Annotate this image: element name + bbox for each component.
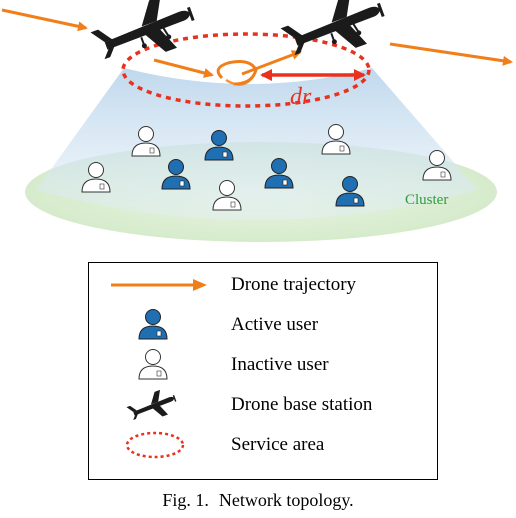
legend: Drone trajectory Active user Inactive us…: [88, 262, 438, 480]
legend-item-drone: Drone base station: [89, 385, 437, 425]
drone-left-icon: [86, 0, 203, 75]
trajectory-out-arrow: [389, 42, 513, 66]
trajectory-ascend-arrow: [241, 50, 302, 76]
legend-item-active-user: Active user: [89, 305, 437, 345]
dashed-ellipse-icon: [125, 431, 185, 459]
caption-text: Network topology.: [218, 490, 354, 510]
legend-item-inactive-user: Inactive user: [89, 345, 437, 385]
legend-label-drone: Drone base station: [231, 394, 373, 415]
cluster-label: Cluster: [405, 192, 448, 208]
legend-label-trajectory: Drone trajectory: [231, 274, 357, 295]
caption-prefix: Fig. 1.: [162, 490, 209, 510]
active-user-icon: [138, 309, 168, 340]
distance-label: dr: [290, 84, 312, 110]
legend-label-active-user: Active user: [231, 314, 319, 335]
inactive-user-icon: [138, 349, 168, 380]
trajectory-descend-arrow: [153, 58, 214, 78]
drone-icon: [126, 389, 177, 421]
network-topology-diagram: dr Cluster: [1, 0, 513, 242]
legend-item-trajectory: Drone trajectory: [89, 265, 437, 305]
legend-label-service-area: Service area: [231, 434, 325, 455]
trajectory-in-arrow: [1, 8, 88, 32]
drone-right-icon: [276, 0, 393, 71]
service-area-ellipse: [121, 32, 371, 108]
legend-item-service-area: Service area: [89, 425, 437, 465]
legend-label-inactive-user: Inactive user: [231, 354, 329, 375]
trajectory-loop-inner: [225, 77, 253, 86]
coverage-cone: [36, 68, 478, 220]
orange-arrow-icon: [111, 279, 207, 291]
figure-caption: Fig. 1. Network topology.: [0, 490, 516, 511]
